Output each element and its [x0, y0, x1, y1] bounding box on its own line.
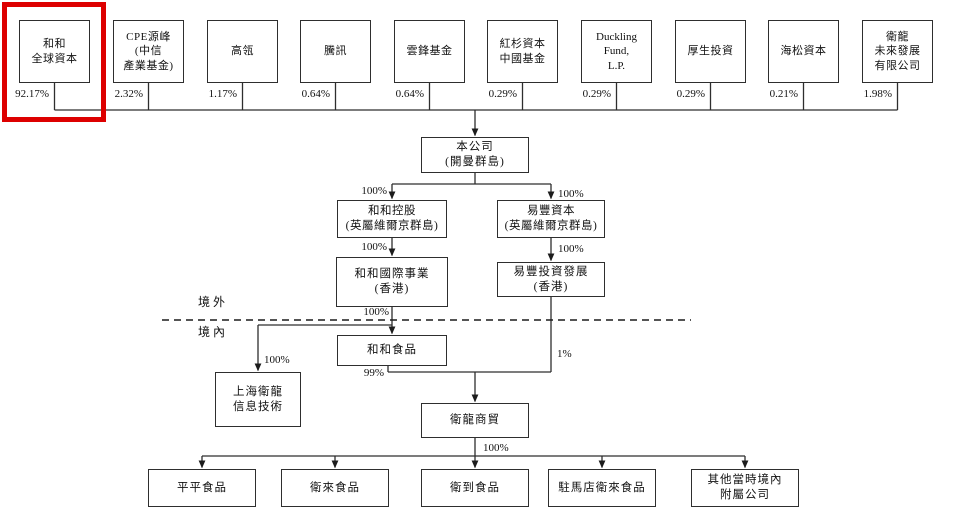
- shareholder-sequoia: 紅杉資本 中國基金 0.29%: [487, 20, 558, 100]
- region-label-onshore: 境內: [198, 325, 229, 339]
- shareholder-tencent: 騰訊 0.64%: [300, 20, 371, 100]
- edge-pct-company-hehe-holdings: 100%: [361, 185, 387, 197]
- shareholder-box: 和和 全球資本: [19, 20, 90, 83]
- node-company-cayman: 本公司 (開曼群島): [421, 137, 529, 173]
- node-zhumadian-weilai-food: 駐馬店衛來食品: [548, 469, 656, 507]
- edge-pct-trading-subsidiaries: 100%: [483, 442, 509, 454]
- shareholder-box: 海松資本: [768, 20, 839, 83]
- shareholder-pct: 0.29%: [676, 88, 705, 100]
- shareholder-box: 雲鋒基金: [394, 20, 465, 83]
- shareholder-duckling-fund: Duckling Fund, L.P. 0.29%: [581, 20, 652, 100]
- shareholder-box: 高瓴: [207, 20, 278, 83]
- node-hehe-holdings-bvi: 和和控股 (英屬維爾京群島): [337, 200, 447, 238]
- node-yifeng-investment-hk: 易豐投資發展 (香港): [497, 262, 605, 297]
- shareholder-box: 紅杉資本 中國基金: [487, 20, 558, 83]
- shareholder-pct: 0.64%: [301, 88, 330, 100]
- shareholder-pct: 0.29%: [488, 88, 517, 100]
- shareholder-box: CPE源峰 (中信 產業基金): [113, 20, 184, 83]
- shareholder-pct: 0.64%: [395, 88, 424, 100]
- shareholder-box: 衛龍 未來發展 有限公司: [862, 20, 933, 83]
- edge-pct-hehe-holdings-international: 100%: [361, 241, 387, 253]
- node-yifeng-capital-bvi: 易豐資本 (英屬維爾京群島): [497, 200, 605, 238]
- edge-pct-company-yifeng-capital: 100%: [558, 188, 584, 200]
- node-hehe-food: 和和食品: [337, 335, 447, 366]
- region-label-offshore: 境外: [198, 295, 229, 309]
- edge-pct-yifeng-investment-trading: 1%: [557, 348, 572, 360]
- shareholder-box: Duckling Fund, L.P.: [581, 20, 652, 83]
- shareholder-box: 騰訊: [300, 20, 371, 83]
- shareholder-pct: 1.98%: [863, 88, 892, 100]
- shareholder-weilong-future: 衛龍 未來發展 有限公司 1.98%: [862, 20, 933, 100]
- shareholder-cpe: CPE源峰 (中信 產業基金) 2.32%: [113, 20, 184, 100]
- node-other-domestic-subsidiaries: 其他當時境內 附屬公司: [691, 469, 799, 507]
- node-shanghai-weilong-it: 上海衛龍 信息技術: [215, 372, 301, 427]
- node-weidao-food: 衛到食品: [421, 469, 529, 507]
- shareholder-pct: 92.17%: [15, 88, 49, 100]
- shareholder-yunfeng: 雲鋒基金 0.64%: [394, 20, 465, 100]
- shareholder-pct: 0.21%: [769, 88, 798, 100]
- shareholder-pct: 1.17%: [208, 88, 237, 100]
- node-pingping-food: 平平食品: [148, 469, 256, 507]
- shareholder-haisong: 海松資本 0.21%: [768, 20, 839, 100]
- shareholder-housheng: 厚生投資 0.29%: [675, 20, 746, 100]
- shareholder-pct: 0.29%: [582, 88, 611, 100]
- edge-pct-yifeng-capital-investment: 100%: [558, 243, 584, 255]
- highlight-rectangle: [2, 2, 106, 122]
- shareholder-hehe-global: 和和 全球資本 92.17%: [15, 20, 90, 100]
- node-weilong-trading: 衛龍商貿: [421, 403, 529, 438]
- shareholder-pct: 2.32%: [114, 88, 143, 100]
- edge-pct-hehe-food-shanghai: 100%: [264, 354, 290, 366]
- edge-pct-hehe-food-trading: 99%: [363, 367, 384, 379]
- node-weilai-food: 衛來食品: [281, 469, 389, 507]
- node-hehe-international-hk: 和和國際事業 (香港): [336, 257, 448, 307]
- shareholder-hillhouse: 高瓴 1.17%: [207, 20, 278, 100]
- edge-pct-international-hehe-food: 100%: [363, 306, 389, 318]
- shareholder-box: 厚生投資: [675, 20, 746, 83]
